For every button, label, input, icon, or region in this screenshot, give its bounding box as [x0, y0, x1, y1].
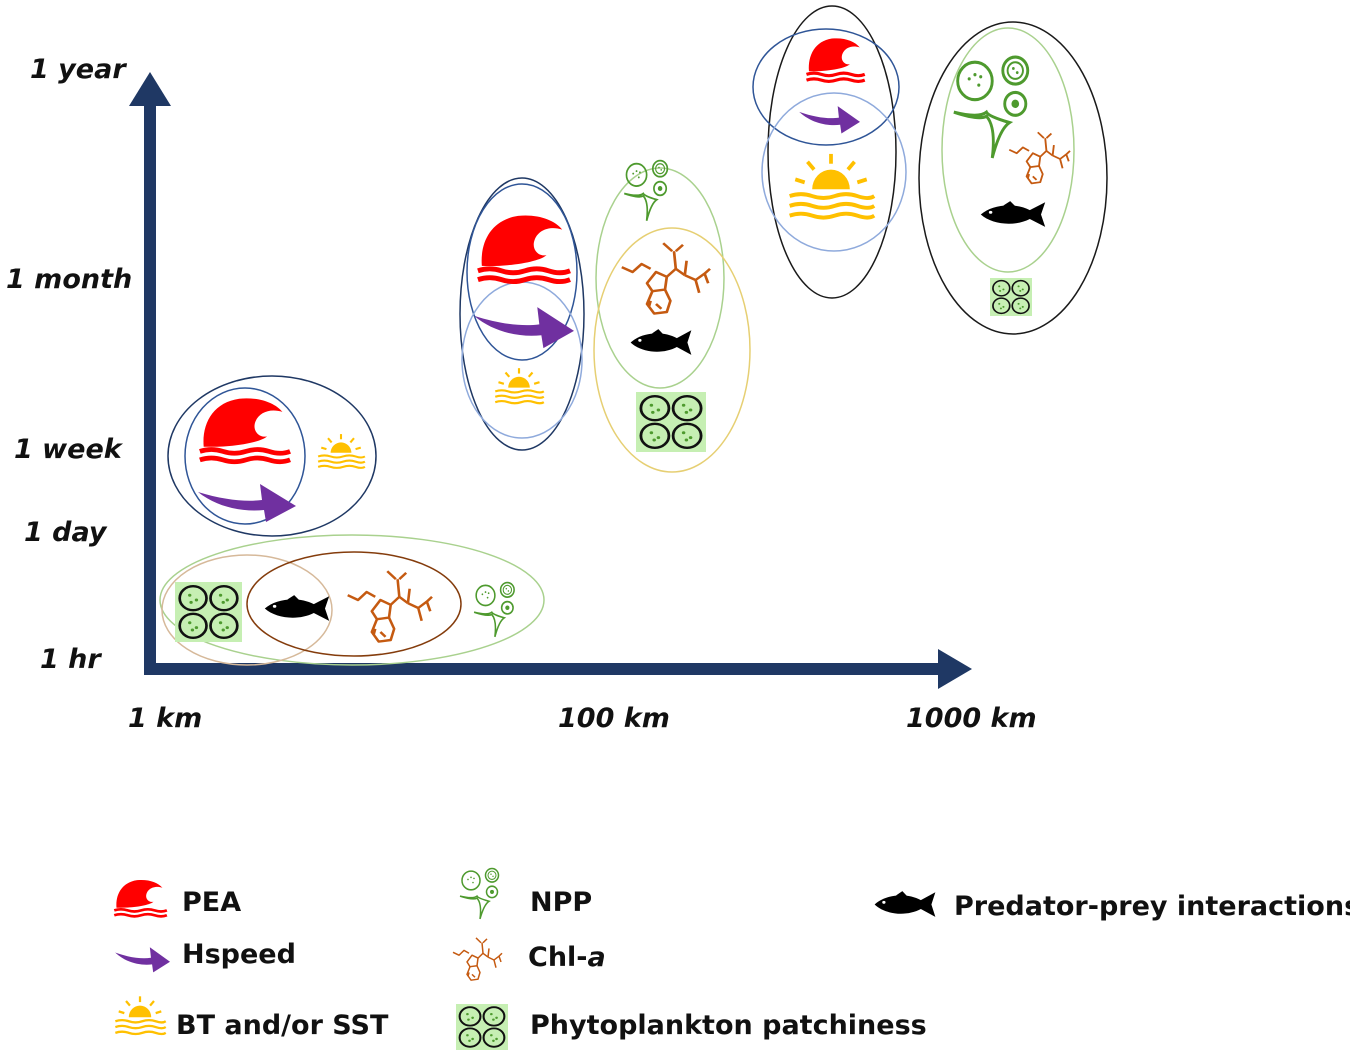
four-cell-patch-icon	[634, 390, 708, 454]
legend-item-patchiness: Phytoplankton patchiness	[454, 1002, 927, 1052]
phytoplankton-cells-icon	[459, 867, 500, 920]
arrow-icon	[115, 947, 170, 973]
legend-label-npp: NPP	[530, 887, 592, 918]
y-tick-1-hr: 1 hr	[40, 644, 102, 675]
four-cell-patch-icon	[173, 580, 244, 644]
chlorophyll-molecule-icon	[346, 569, 434, 643]
y-tick-1-week: 1 week	[14, 434, 124, 465]
x-tick-1-km: 1 km	[128, 703, 202, 734]
cluster-outline	[752, 28, 900, 146]
legend: PEA Hspeed BT and/or SST NPP Chl-a Phyto…	[112, 867, 1350, 1052]
phytoplankton-cells-icon	[952, 55, 1030, 160]
legend-item-pea: PEA	[112, 878, 241, 918]
wave-icon	[478, 216, 570, 282]
cluster-outline	[595, 167, 725, 389]
phytoplankton-cells-icon	[623, 159, 669, 222]
sun-over-water-icon	[787, 151, 877, 220]
cluster-outline	[918, 21, 1108, 335]
sun-over-water-icon	[317, 433, 366, 469]
phytoplankton-cells-icon	[473, 581, 515, 638]
y-tick-1-month: 1 month	[6, 264, 132, 295]
wave-icon	[112, 878, 169, 918]
cluster-outline	[941, 27, 1075, 273]
y-axis	[129, 72, 171, 672]
cluster-outline	[767, 5, 897, 299]
x-axis	[144, 649, 972, 689]
cluster-large-physical	[752, 5, 907, 299]
legend-item-chl-a: Chl-a	[452, 937, 606, 981]
y-tick-1-year: 1 year	[30, 54, 127, 85]
cluster-outline	[761, 92, 907, 252]
wave-icon	[200, 398, 290, 461]
four-cell-patch-icon	[454, 1002, 510, 1052]
fish-icon	[874, 891, 936, 917]
fish-icon	[264, 595, 330, 621]
cluster-outline	[593, 227, 751, 473]
legend-label-chl-a-prefix: Chl-	[528, 942, 588, 973]
legend-label-chl-a-suffix: a	[588, 942, 606, 973]
legend-label-pea: PEA	[182, 887, 241, 918]
legend-label-predator-prey: Predator-prey interactions	[954, 891, 1350, 922]
legend-label-hspeed: Hspeed	[182, 939, 296, 970]
sun-over-water-icon	[114, 995, 167, 1036]
legend-item-bt-sst: BT and/or SST	[114, 995, 389, 1041]
cluster-outline	[459, 177, 585, 451]
x-tick-100-km: 100 km	[558, 703, 670, 734]
cluster-outline	[167, 375, 377, 537]
cluster-small-hour	[159, 534, 545, 666]
cluster-medium-biological	[593, 159, 751, 473]
fish-icon	[630, 329, 692, 355]
cluster-outline	[184, 387, 306, 525]
legend-label-patchiness: Phytoplankton patchiness	[530, 1010, 927, 1041]
arrow-icon	[799, 106, 860, 134]
chlorophyll-molecule-icon	[620, 241, 712, 315]
legend-item-hspeed: Hspeed	[115, 939, 296, 973]
cluster-outline	[466, 183, 578, 361]
wave-icon	[804, 36, 867, 84]
fish-icon	[980, 201, 1046, 227]
legend-label-chl-a: Chl-a	[528, 942, 606, 973]
legend-item-predator-prey: Predator-prey interactions	[874, 891, 1350, 922]
cluster-medium-physical	[459, 177, 585, 451]
chlorophyll-molecule-icon	[452, 937, 503, 981]
legend-item-npp: NPP	[459, 867, 592, 920]
y-tick-1-day: 1 day	[24, 517, 108, 548]
sun-over-water-icon	[494, 367, 545, 405]
cluster-outline	[161, 554, 333, 666]
x-tick-1000-km: 1000 km	[906, 703, 1037, 734]
legend-label-bt-sst: BT and/or SST	[176, 1010, 389, 1041]
cluster-small-week	[167, 375, 377, 537]
arrow-icon	[198, 484, 296, 522]
four-cell-patch-icon	[989, 277, 1033, 317]
chlorophyll-molecule-icon	[1008, 131, 1071, 185]
cluster-outline	[246, 551, 462, 657]
cluster-outline	[159, 534, 545, 666]
cluster-large-biological	[918, 21, 1108, 335]
